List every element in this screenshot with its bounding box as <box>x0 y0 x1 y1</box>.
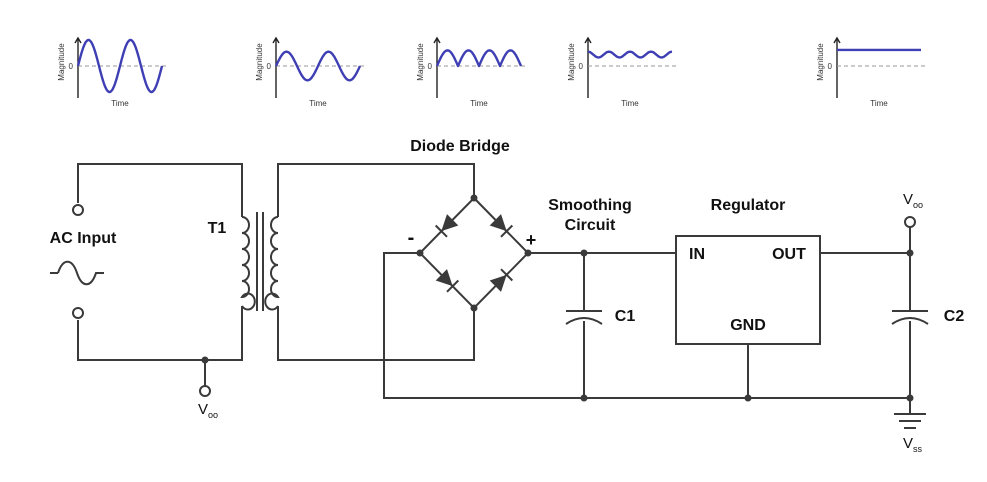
vss-label: Vss <box>903 435 923 454</box>
vdd-right-label: Voo <box>903 191 923 210</box>
regulator-in-label: IN <box>689 246 705 263</box>
circuit-wiring <box>77 163 929 429</box>
c2-label: C2 <box>944 308 965 325</box>
junction-node <box>201 356 209 364</box>
vdd-left-sub: oo <box>208 410 218 420</box>
vdd-right-main: V <box>903 191 913 208</box>
bridge-diamond <box>418 196 530 310</box>
transformer-secondary-coil <box>264 216 280 311</box>
junction-node <box>470 194 478 202</box>
c1-plate-bottom <box>565 317 603 325</box>
transformer-t1 <box>240 212 280 311</box>
junction-node <box>580 249 588 257</box>
ac-terminal-top <box>72 204 84 216</box>
transformer-primary-coil <box>240 216 256 311</box>
waveform-graphs: 0MagnitudeTime0MagnitudeTime0MagnitudeTi… <box>57 36 927 108</box>
vss-main: V <box>903 435 913 452</box>
time-label: Time <box>621 99 639 108</box>
magnitude-label: Magnitude <box>57 43 66 81</box>
waveform-line <box>587 50 673 59</box>
zero-label: 0 <box>579 62 584 71</box>
smoothing-label-line1: Smoothing <box>548 197 632 214</box>
y-axis-arrow <box>833 36 841 44</box>
junction-node <box>906 394 914 402</box>
junction-node <box>470 304 478 312</box>
magnitude-label: Magnitude <box>255 43 264 81</box>
ac-bottom-wire <box>77 306 243 361</box>
ac-top-wire <box>77 163 243 217</box>
time-label: Time <box>870 99 888 108</box>
junction-node <box>580 394 588 402</box>
time-label: Time <box>111 99 129 108</box>
waveform-line <box>274 50 362 82</box>
y-axis-arrow <box>433 36 441 44</box>
magnitude-label: Magnitude <box>816 43 825 81</box>
diode-bridge <box>418 196 530 310</box>
y-axis-arrow <box>584 36 592 44</box>
ground-symbol <box>894 413 926 429</box>
regulator-box <box>675 235 821 345</box>
junction-node <box>906 249 914 257</box>
vdd-right-terminal <box>904 216 916 228</box>
ac-sine-icon <box>50 260 104 286</box>
zero-label: 0 <box>267 62 272 71</box>
secondary-bottom-wire <box>277 306 475 361</box>
regulator-gnd-label: GND <box>730 317 766 334</box>
waveform-line <box>435 49 523 68</box>
bridge-minus-label: - <box>408 227 415 249</box>
vdd-left-label: Voo <box>198 401 218 420</box>
zero-label: 0 <box>69 62 74 71</box>
time-label: Time <box>309 99 327 108</box>
bridge-negative-wire <box>383 252 910 399</box>
smoothing-label-line2: Circuit <box>565 217 616 234</box>
magnitude-label: Magnitude <box>567 43 576 81</box>
vdd-left-terminal <box>199 385 211 397</box>
vdd-left-main: V <box>198 401 208 418</box>
c1-label: C1 <box>615 308 636 325</box>
y-axis-arrow <box>74 36 82 44</box>
junction-node <box>744 394 752 402</box>
vss-sub: ss <box>913 444 923 454</box>
junction-node <box>416 249 424 257</box>
waveform-line <box>76 38 164 94</box>
junction-nodes <box>201 194 914 402</box>
time-label: Time <box>470 99 488 108</box>
regulator-label: Regulator <box>711 197 786 214</box>
diode-bridge-label: Diode Bridge <box>410 138 510 155</box>
bridge-plus-label: + <box>526 230 537 250</box>
secondary-top-wire <box>277 163 475 217</box>
zero-label: 0 <box>828 62 833 71</box>
junction-node <box>524 249 532 257</box>
magnitude-label: Magnitude <box>416 43 425 81</box>
ac-source <box>50 204 104 319</box>
y-axis-arrow <box>272 36 280 44</box>
c2-plate-bottom <box>891 317 929 325</box>
ac-input-label: AC Input <box>50 230 117 247</box>
ac-terminal-bottom <box>72 307 84 319</box>
transformer-label: T1 <box>208 220 227 237</box>
regulator-out-label: OUT <box>772 246 806 263</box>
zero-label: 0 <box>428 62 433 71</box>
vdd-right-sub: oo <box>913 200 923 210</box>
